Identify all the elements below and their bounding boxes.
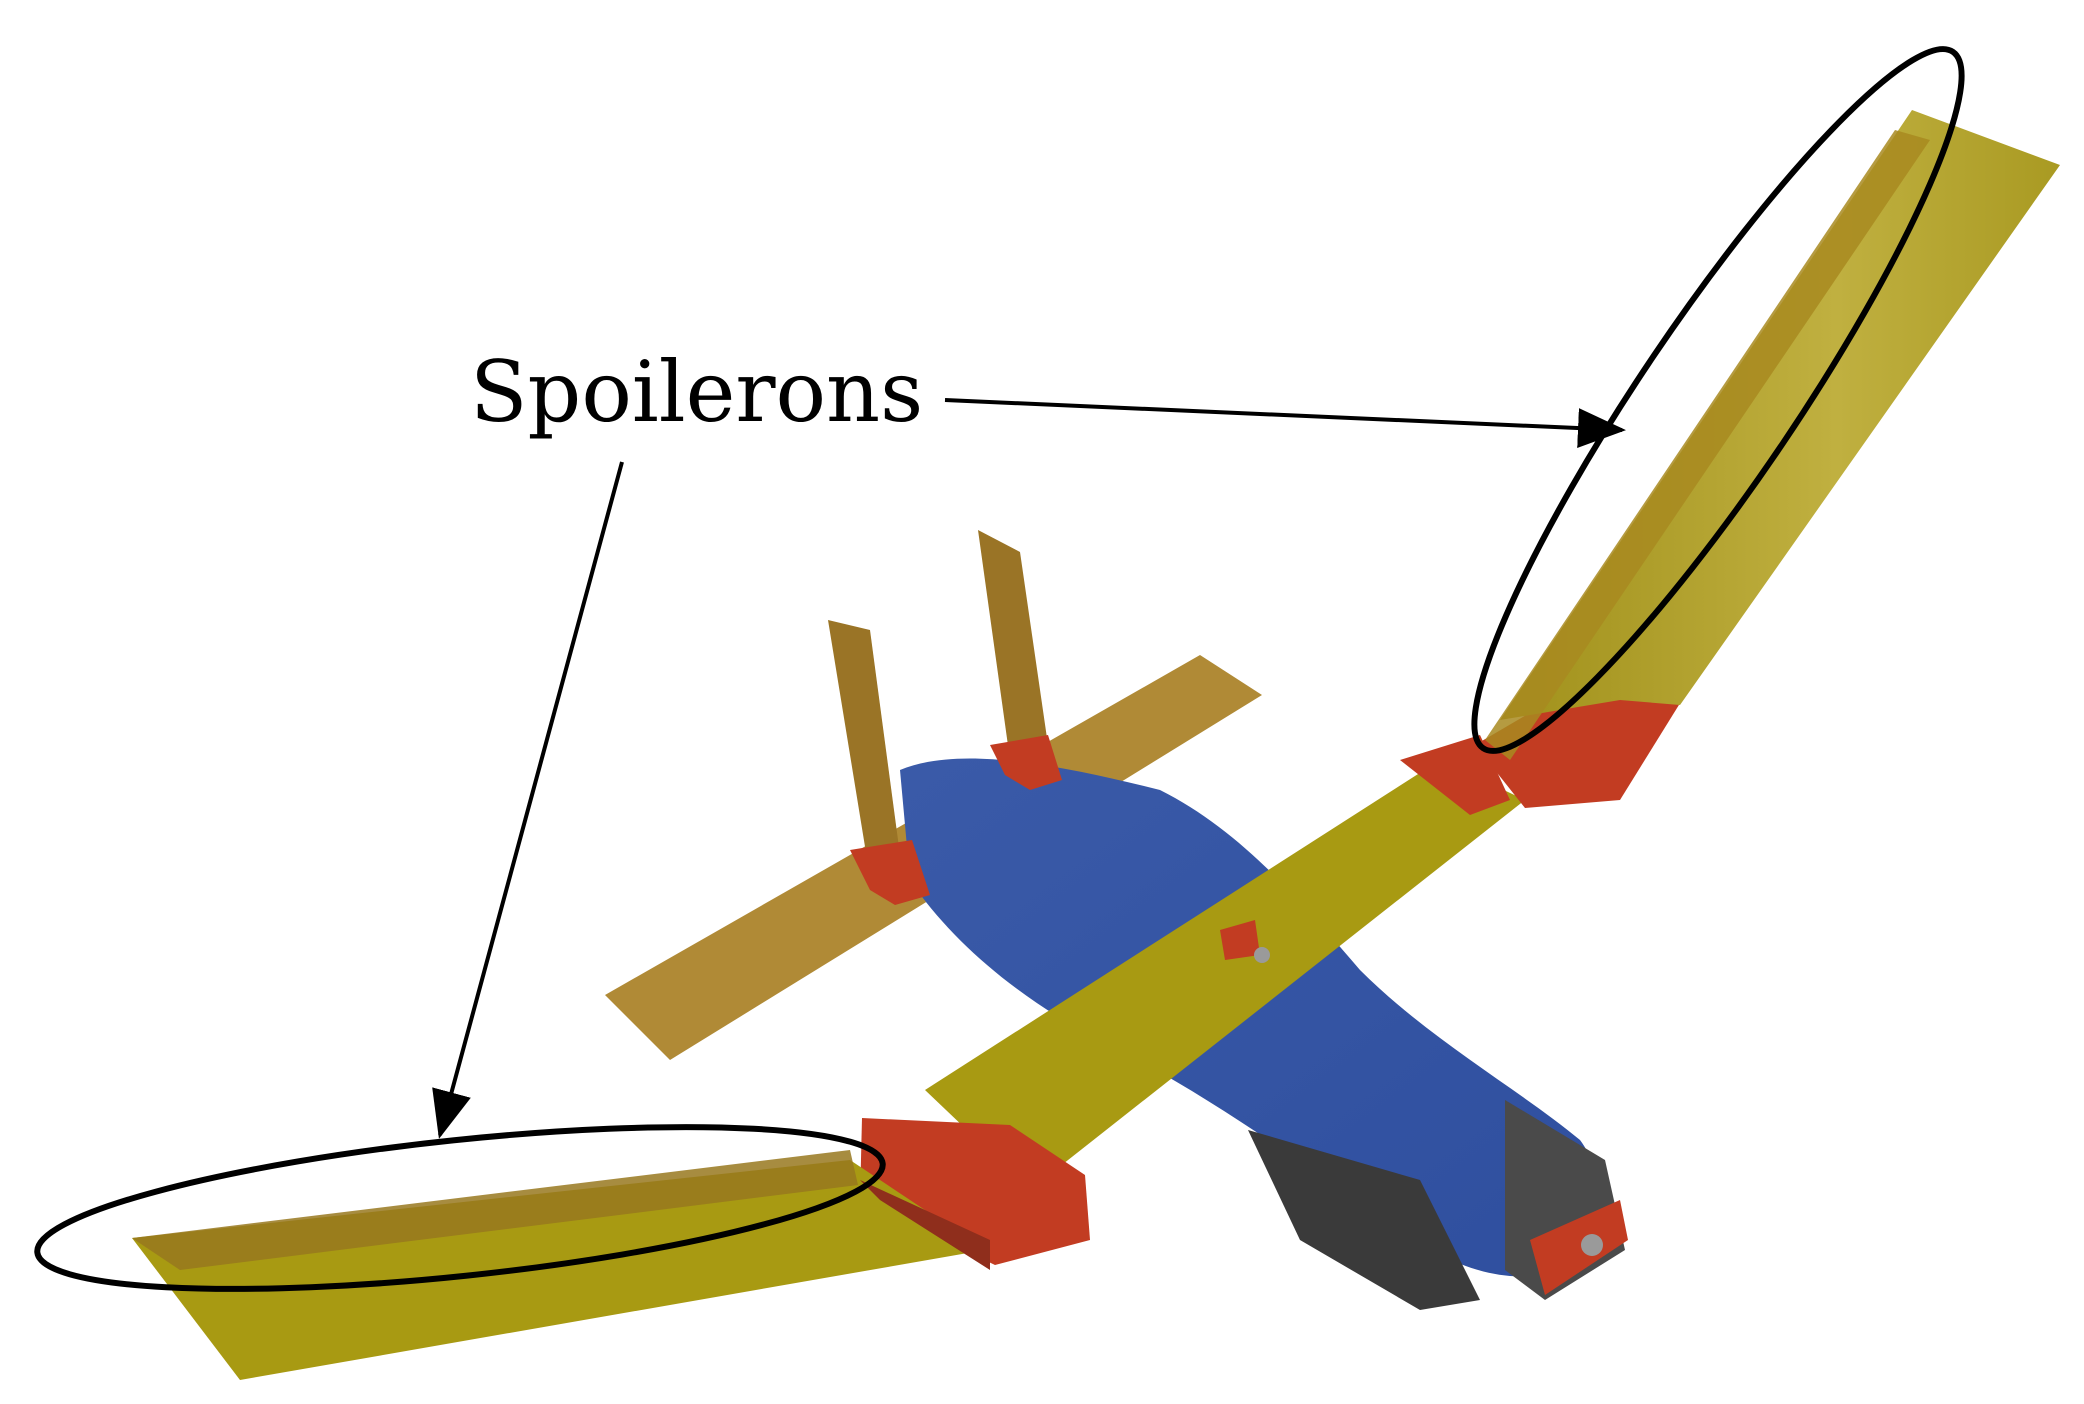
arrow-to-left-spoileron (432, 461, 624, 1139)
right-hinge-pad (1400, 735, 1510, 815)
center-wing (925, 760, 1525, 1190)
nose-mount (1530, 1200, 1628, 1295)
arrow-to-right-spoileron (944, 398, 1626, 449)
right-vertical-fin (978, 530, 1048, 760)
left-spoileron-highlight-ellipse (34, 1124, 886, 1292)
propeller-blade (1248, 1130, 1480, 1310)
spoilerons-label: Spoilerons (470, 343, 924, 441)
left-spoileron (132, 1150, 858, 1270)
left-vertical-fin (828, 620, 900, 865)
center-wing-hinge-mark (1220, 920, 1260, 960)
nose-bolt (1581, 1234, 1603, 1256)
center-wing-fastener (1254, 947, 1270, 963)
left-fin-hinge (850, 840, 930, 905)
left-wingtip-highlight (860, 1180, 990, 1270)
right-fin-hinge (990, 735, 1062, 790)
right-spoileron-highlight-ellipse (1471, 46, 1965, 754)
left-wing-hinge (860, 1118, 1090, 1265)
right-spoileron (1485, 130, 1930, 760)
